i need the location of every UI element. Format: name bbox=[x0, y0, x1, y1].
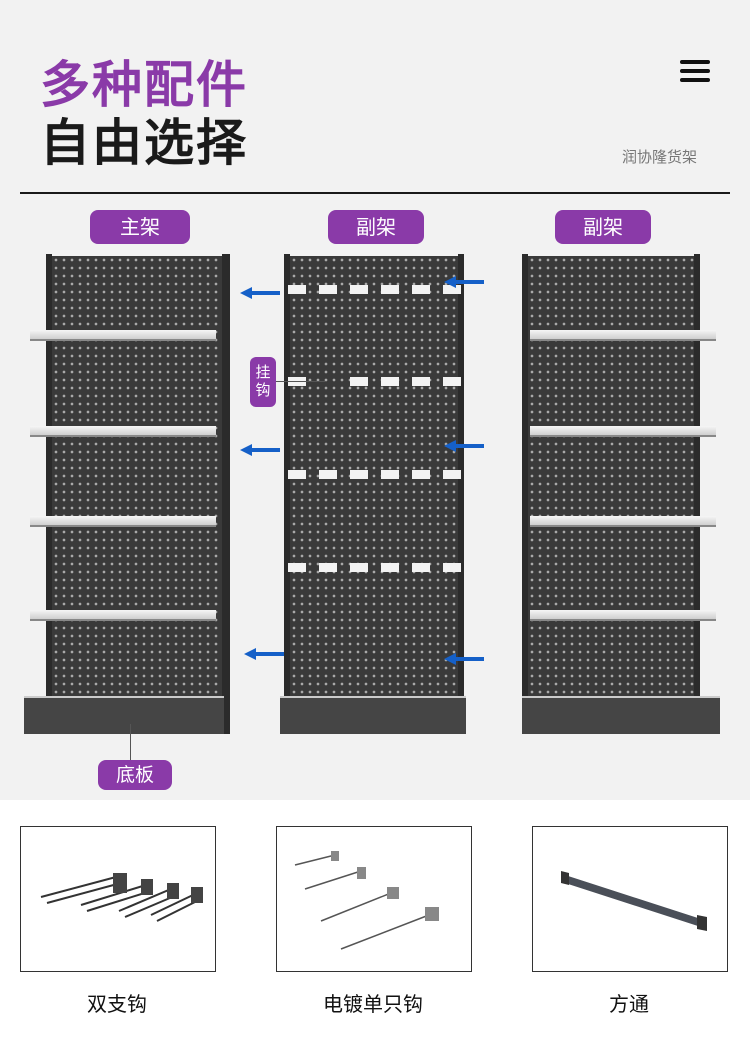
base-pointer-line bbox=[130, 724, 131, 764]
sub-shelf-label-1: 副架 bbox=[328, 210, 424, 244]
left-arrow-icon bbox=[444, 440, 484, 452]
page-title-line2: 自由选择 bbox=[40, 114, 248, 172]
left-arrow-icon bbox=[240, 287, 280, 299]
brand-name: 润协隆货架 bbox=[622, 148, 698, 166]
sub-shelf-label-2: 副架 bbox=[555, 210, 651, 244]
double-hook-icon bbox=[20, 826, 216, 972]
hook-pointer-line bbox=[276, 381, 326, 382]
single-hook-icon bbox=[276, 826, 472, 972]
main-shelf-label: 主架 bbox=[90, 210, 190, 244]
accessory-label-double-hook: 双支钩 bbox=[87, 992, 147, 1016]
accessory-label-square-tube: 方通 bbox=[609, 992, 649, 1016]
accessory-label-single-hook: 电镀单只钩 bbox=[323, 992, 423, 1016]
left-arrow-icon bbox=[244, 648, 284, 660]
base-board-label: 底板 bbox=[98, 760, 172, 790]
page-title-line1: 多种配件 bbox=[40, 56, 248, 114]
left-arrow-icon bbox=[444, 276, 484, 288]
square-tube-icon bbox=[532, 826, 728, 972]
left-arrow-icon bbox=[444, 653, 484, 665]
header-divider bbox=[20, 192, 730, 194]
left-arrow-icon bbox=[240, 444, 280, 456]
hamburger-menu-icon[interactable] bbox=[680, 60, 710, 82]
hook-label: 挂钩 bbox=[250, 357, 276, 407]
